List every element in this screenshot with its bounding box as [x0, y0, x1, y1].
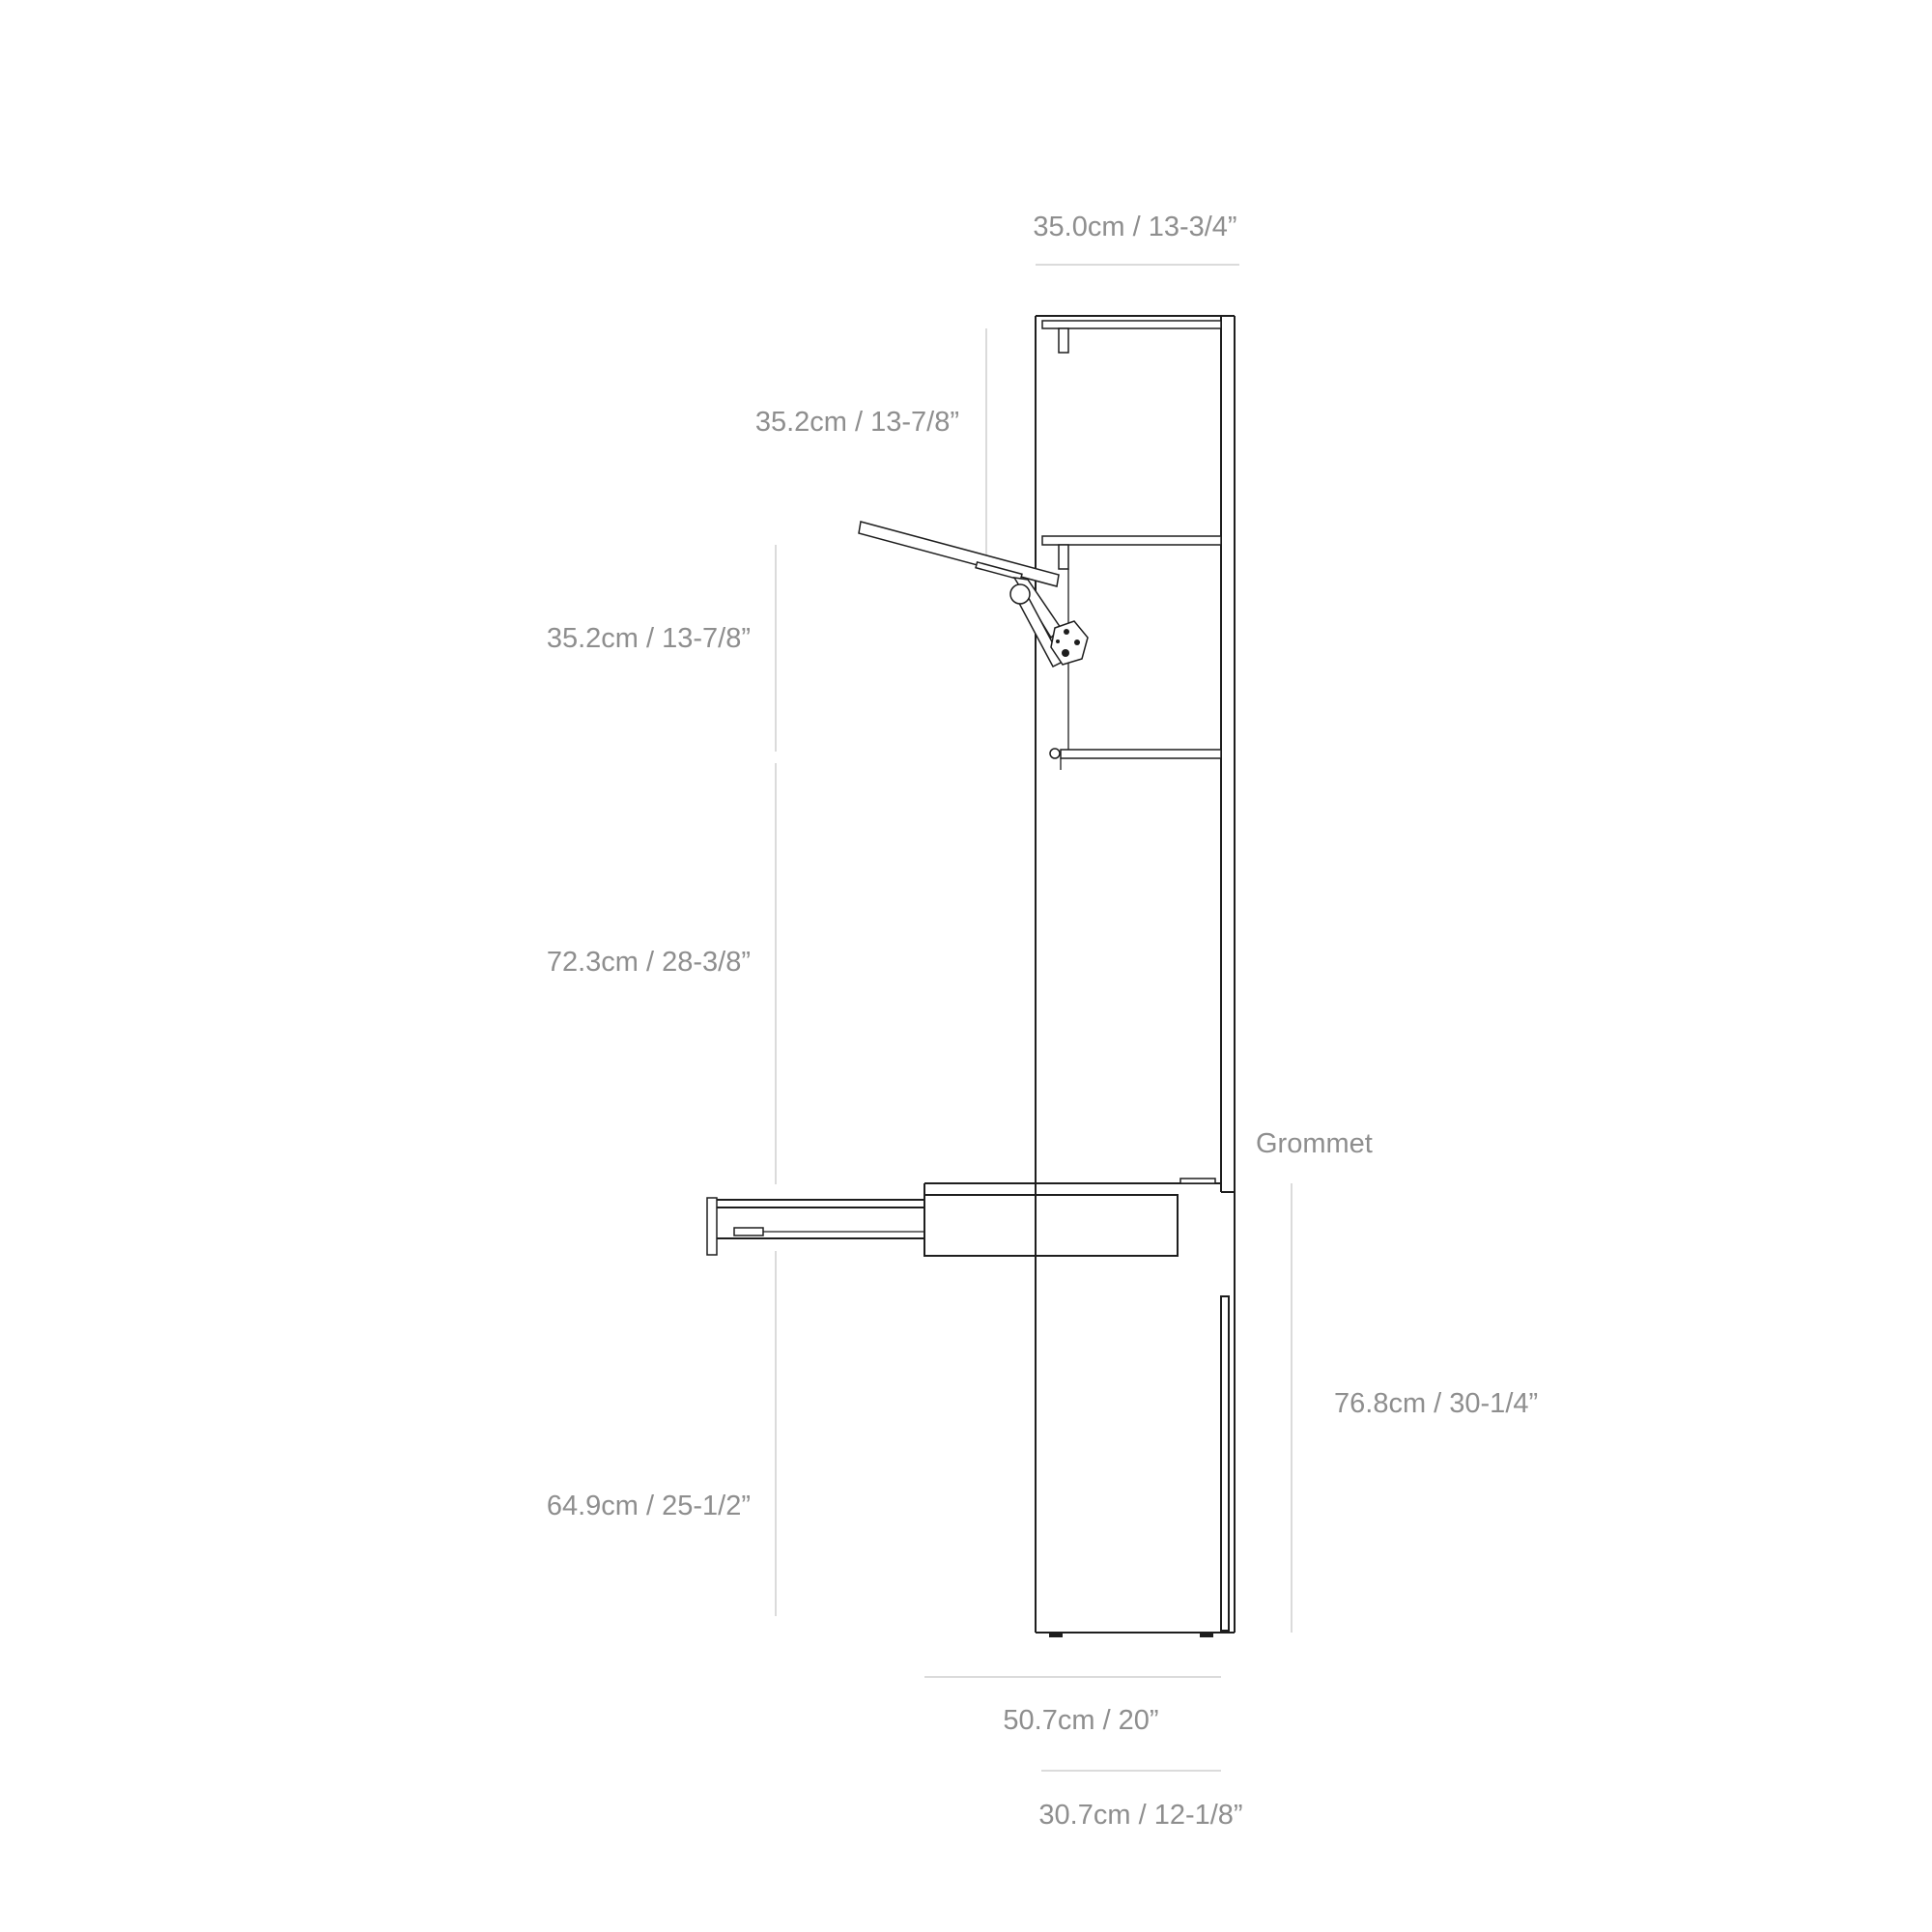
- drawer-box: [923, 1194, 1179, 1257]
- lower-shelf: [1060, 749, 1222, 759]
- lower-shelf-pin: [1049, 748, 1061, 759]
- desk-height-label: 76.8cm / 30-1/4”: [1334, 1388, 1538, 1419]
- top-shelf: [1041, 320, 1222, 329]
- grommet-label: Grommet: [1256, 1128, 1373, 1159]
- rear-foot: [1200, 1633, 1213, 1637]
- shelves: [1041, 320, 1222, 770]
- hinge-screw-3: [1062, 649, 1069, 657]
- middle-shelf-label: 35.2cm / 13-7/8”: [547, 623, 751, 654]
- front-foot: [1049, 1633, 1063, 1637]
- lid-mount-plate: [975, 560, 1023, 582]
- hinge-plate: [1050, 620, 1089, 666]
- upper-shelf-label: 35.2cm / 13-7/8”: [755, 407, 959, 438]
- desk-opening-label: 72.3cm / 28-3/8”: [547, 947, 751, 978]
- flip-up-lid: [858, 521, 1060, 587]
- back-panel-lower: [1220, 1295, 1230, 1632]
- tray-front: [706, 1197, 718, 1256]
- tray-slide: [733, 1227, 764, 1236]
- upper-shelf-bracket: [1058, 544, 1069, 570]
- upper-shelf: [1041, 535, 1222, 546]
- desk-extended-label: 50.7cm / 20”: [1003, 1705, 1158, 1736]
- top-depth-label: 35.0cm / 13-3/4”: [1033, 212, 1236, 242]
- pull-out-desk: [706, 1178, 1221, 1257]
- flip-up-lid-assembly: [858, 521, 1089, 668]
- dimension-labels: 35.0cm / 13-3/4” 35.2cm / 13-7/8” 35.2cm…: [547, 212, 1538, 1831]
- dimension-lines: [775, 264, 1293, 1772]
- cabinet-body: [1035, 315, 1236, 1637]
- grommet-insert: [1179, 1178, 1216, 1184]
- top-shelf-bracket: [1058, 327, 1069, 354]
- hinge-screw-4: [1056, 639, 1060, 643]
- base-depth-label: 30.7cm / 12-1/8”: [1038, 1800, 1242, 1831]
- lower-section-label: 64.9cm / 25-1/2”: [547, 1491, 751, 1521]
- hinge-screw-1: [1064, 629, 1069, 635]
- hinge-pivot: [1009, 583, 1031, 605]
- hinge-screw-2: [1074, 639, 1080, 645]
